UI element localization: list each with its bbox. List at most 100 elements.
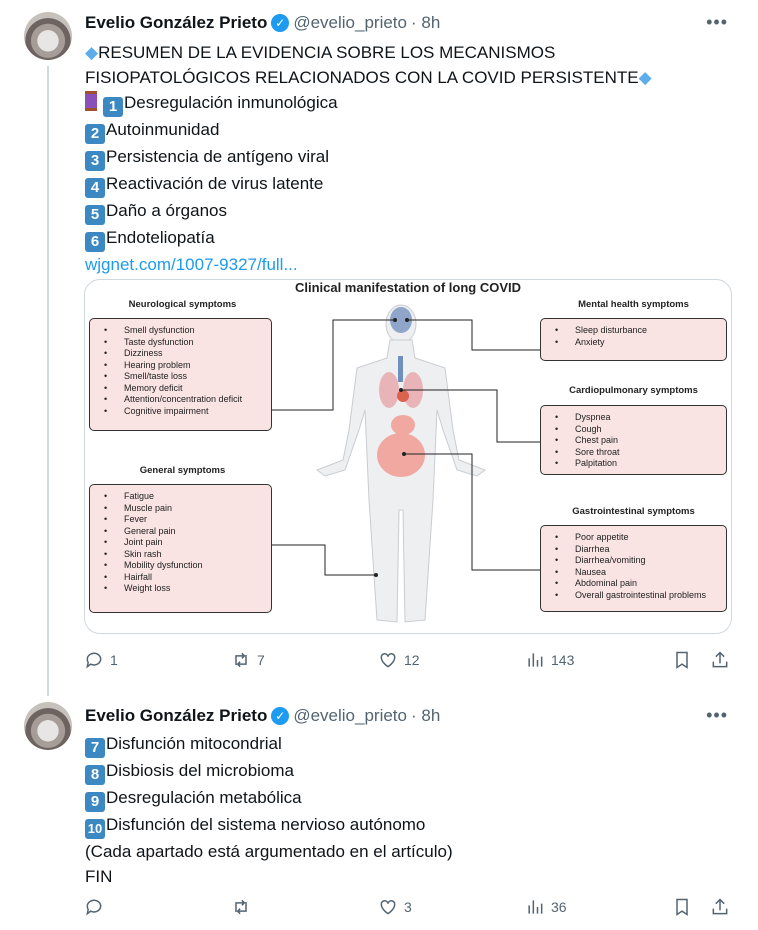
retweet-button[interactable]: [231, 897, 251, 917]
symptom-item: Cough: [555, 424, 726, 436]
symptom-item: Taste dysfunction: [104, 337, 271, 349]
cardio-box: DyspneaCoughChest painSore throatPalpita…: [540, 405, 727, 475]
neuro-heading: Neurological symptoms: [128, 299, 237, 310]
symptom-item: Anxiety: [555, 337, 726, 349]
symptom-item: Dyspnea: [555, 412, 726, 424]
list-item: Daño a órganos: [106, 201, 227, 220]
symptom-item: Hearing problem: [104, 360, 271, 372]
symptom-item: Dizziness: [104, 348, 271, 360]
keycap-icon: 9: [85, 792, 105, 812]
retweet-icon: [235, 899, 247, 915]
tweet-image[interactable]: Clinical manifestation of long COVID Neu…: [84, 279, 732, 634]
timestamp[interactable]: · 8h: [410, 706, 441, 725]
symptom-item: Sore throat: [555, 447, 726, 459]
views-button[interactable]: 36: [525, 897, 567, 917]
diamond-icon: ◆: [638, 68, 652, 87]
list-item: Persistencia de antígeno viral: [106, 147, 330, 166]
list-item: Disfunción del sistema nervioso autónomo: [106, 815, 426, 834]
keycap-icon: 4: [85, 178, 105, 198]
symptom-item: General pain: [104, 526, 271, 538]
views-icon: [528, 900, 543, 914]
view-count: 36: [551, 899, 567, 915]
symptom-item: Hairfall: [104, 572, 271, 584]
author-name[interactable]: Evelio González Prieto: [85, 13, 268, 32]
symptom-item: Poor appetite: [555, 532, 726, 544]
tweet-actions: 3 36: [84, 897, 734, 921]
list-item: Endoteliopatía: [106, 228, 215, 247]
share-icon: [712, 898, 728, 915]
reply-button[interactable]: 1: [84, 650, 118, 670]
like-count: 3: [404, 899, 412, 915]
more-options-icon[interactable]: •••: [706, 705, 728, 725]
reply-button[interactable]: [84, 897, 104, 917]
thread-spool-icon: [85, 91, 97, 111]
symptom-item: Diarrhea: [555, 544, 726, 556]
symptom-item: Smell dysfunction: [104, 325, 271, 337]
like-count: 12: [404, 652, 420, 668]
mental-heading: Mental health symptoms: [578, 299, 689, 310]
cardio-heading: Cardiopulmonary symptoms: [569, 385, 698, 396]
verified-icon: ✓: [271, 14, 290, 32]
author-name[interactable]: Evelio González Prieto: [85, 706, 268, 725]
list-item: Autoinmunidad: [106, 120, 220, 139]
text-line: (Cada apartado está argumentado en el ar…: [85, 842, 453, 861]
tweet-header: Evelio González Prieto ✓ @evelio_prieto …: [85, 13, 440, 33]
author-handle[interactable]: @evelio_prieto: [293, 13, 407, 32]
reply-icon: [86, 652, 102, 669]
tweet-header: Evelio González Prieto ✓ @evelio_prieto …: [85, 706, 440, 726]
symptom-item: Nausea: [555, 567, 726, 579]
text-line: FIN: [85, 867, 113, 886]
article-link[interactable]: wjgnet.com/1007-9327/full...: [85, 255, 298, 274]
keycap-icon: 2: [85, 124, 105, 144]
list-item: Desregulación metabólica: [106, 788, 302, 807]
avatar[interactable]: [24, 702, 72, 750]
share-button[interactable]: [710, 897, 730, 917]
symptom-item: Mobility dysfunction: [104, 560, 271, 572]
keycap-icon: 3: [85, 151, 105, 171]
bookmark-icon: [676, 651, 688, 669]
symptom-item: Attention/concentration deficit: [104, 394, 271, 406]
timestamp[interactable]: · 8h: [410, 13, 441, 32]
tweet-actions: 1 7 12 143: [84, 650, 734, 674]
symptom-item: Weight loss: [104, 583, 271, 595]
symptom-item: Fever: [104, 514, 271, 526]
share-button[interactable]: [710, 650, 730, 670]
symptom-item: Sleep disturbance: [555, 325, 726, 337]
views-button[interactable]: 143: [525, 650, 574, 670]
keycap-icon: 7: [85, 738, 105, 758]
avatar[interactable]: [24, 12, 72, 60]
list-item: Disfunción mitocondrial: [106, 734, 282, 753]
view-count: 143: [551, 652, 575, 668]
diamond-icon: ◆: [85, 43, 99, 62]
share-icon: [712, 651, 728, 668]
heart-icon: [380, 652, 396, 668]
heart-icon: [380, 899, 396, 915]
text-line: FISIOPATOLÓGICOS RELACIONADOS CON LA COV…: [85, 68, 639, 87]
general-box: FatigueMuscle painFeverGeneral painJoint…: [89, 484, 272, 613]
more-options-icon[interactable]: •••: [706, 12, 728, 32]
list-item: Reactivación de virus latente: [106, 174, 324, 193]
keycap-icon: 8: [85, 765, 105, 785]
list-item: Disbiosis del microbioma: [106, 761, 295, 780]
symptom-item: Skin rash: [104, 549, 271, 561]
like-button[interactable]: 3: [378, 897, 412, 917]
retweet-button[interactable]: 7: [231, 650, 265, 670]
symptom-item: Memory deficit: [104, 383, 271, 395]
reply-count: 1: [110, 652, 118, 668]
symptom-item: Cognitive impairment: [104, 406, 271, 418]
reply-icon: [86, 899, 102, 916]
gi-heading: Gastrointestinal symptoms: [572, 506, 695, 517]
general-heading: General symptoms: [139, 465, 226, 476]
keycap-icon: 1: [103, 97, 123, 117]
bookmark-button[interactable]: [672, 650, 692, 670]
body-diagram: [272, 304, 540, 623]
like-button[interactable]: 12: [378, 650, 420, 670]
symptom-item: Chest pain: [555, 435, 726, 447]
author-handle[interactable]: @evelio_prieto: [293, 706, 407, 725]
tweet-text: ◆RESUMEN DE LA EVIDENCIA SOBRE LOS MECAN…: [85, 40, 652, 277]
symptom-item: Joint pain: [104, 537, 271, 549]
bookmark-button[interactable]: [672, 897, 692, 917]
verified-icon: ✓: [271, 707, 290, 725]
symptom-item: Abdominal pain: [555, 578, 726, 590]
